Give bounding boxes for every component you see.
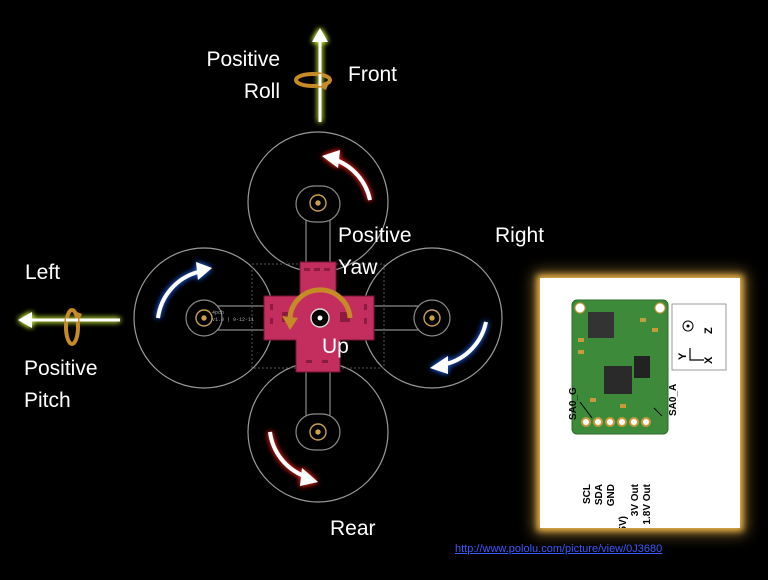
sensor-board-photo: Z X Y SA0_G SA0_A SCL SDA GND VIN (2.6–5… [540,278,740,580]
source-link[interactable]: http://www.pololu.com/picture/view/0J368… [455,543,663,555]
front-label: Front [348,63,398,86]
roll-rotation-icon [294,72,332,90]
positive-pitch-label: Positive Pitch [24,357,98,412]
rear-label: Rear [330,517,376,540]
right-label: Right [495,224,545,247]
prop-rotation-left [156,262,212,319]
pin-labels: SCL SDA GND VIN (2.6–5.5V) 3V Out 1.8V O… [582,483,653,580]
pin-1v8-out: 1.8V Out [642,483,653,524]
pin-3v-out: 3V Out [630,483,641,516]
axis-y-label: Y [677,352,689,360]
axis-x-label: X [703,356,715,364]
prop-rotation-right [430,321,488,374]
pin-scl: SCL [582,484,593,504]
prop-rotation-front [322,150,372,201]
board-silkscreen: 4pcb [212,310,224,316]
sa0-a-label: SA0_A [668,384,679,416]
pitch-rotation-icon [64,308,82,346]
up-label: Up [322,335,349,358]
sa0-g-label: SA0_G [568,387,579,420]
sensor-board-drawing: Z X Y SA0_G SA0_A SCL SDA GND VIN (2.6–5… [568,299,727,580]
board-silkscreen-2: v1.0 | 9-12-11 [212,317,254,323]
axis-z-label: Z [703,327,715,334]
pin-vin: VIN (2.6–5.5V) [618,516,629,528]
pin-gnd: GND [606,484,617,506]
left-label: Left [25,261,61,284]
pin-sda: SDA [594,484,605,505]
prop-rotation-rear [268,431,318,486]
positive-roll-label: Positive Roll [206,48,280,103]
positive-yaw-label: Positive Yaw [338,224,412,279]
motor-mounts [195,194,441,441]
yaw-rotation-arrow [282,287,353,330]
